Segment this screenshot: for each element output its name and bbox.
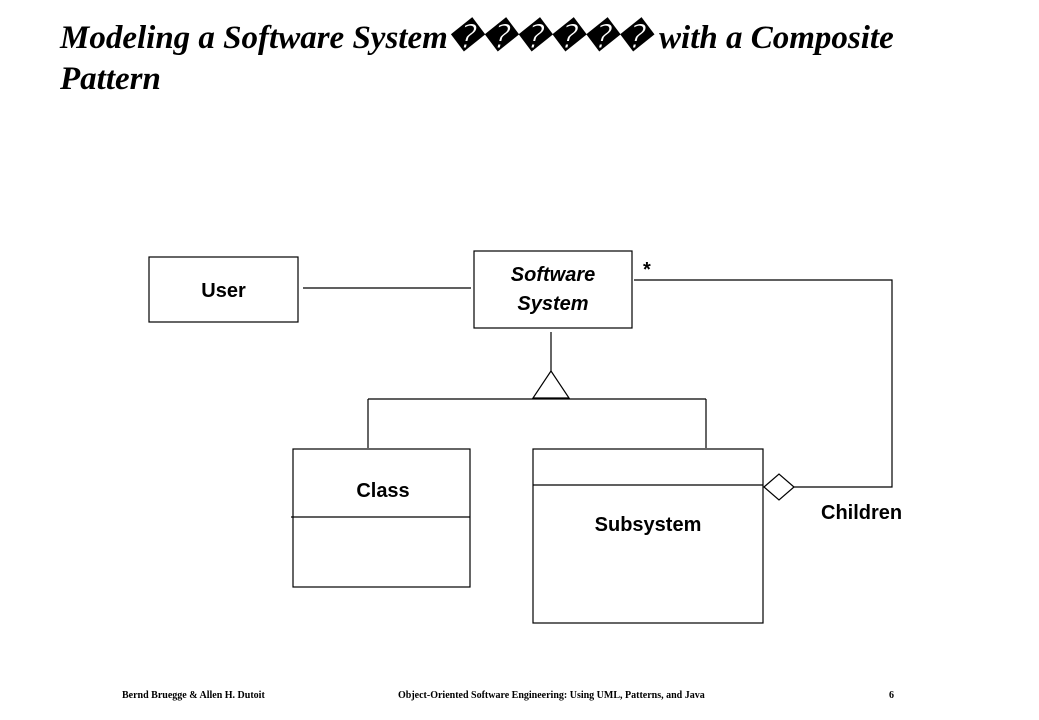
class-class-box [292, 448, 471, 588]
software-system-name-line-2: System [517, 293, 588, 315]
class-class: Class [291, 448, 471, 588]
user-class: User [148, 256, 299, 323]
subsystem-class-name: Subsystem [595, 514, 702, 536]
aggregation-line [634, 279, 893, 488]
class-class-name: Class [356, 480, 409, 502]
children-role-label: Children [821, 502, 902, 524]
software-system-class-box [473, 250, 633, 329]
multiplicity-label: * [643, 259, 651, 281]
user-class-name: User [201, 280, 246, 302]
aggregation [634, 279, 893, 501]
subsystem-class-box [532, 448, 764, 624]
user-class-box [148, 256, 299, 323]
generalization-arrowhead [531, 369, 571, 399]
footer-authors: Bernd Bruegge & Allen H. Dutoit [122, 690, 265, 701]
slide-title: Modeling a Software System������ with a … [60, 18, 1020, 100]
software-system-name-line-1: Software [511, 264, 595, 286]
aggregation-diamond [763, 473, 795, 501]
footer-book-title: Object-Oriented Software Engineering: Us… [398, 690, 705, 701]
generalization [367, 332, 707, 448]
slide-title-line-2: Pattern [60, 61, 161, 97]
footer-page-number: 6 [889, 690, 894, 701]
subsystem-class: Subsystem [532, 448, 764, 624]
software-system-class: Software System [473, 250, 633, 329]
slide-title-line-1: Modeling a Software System������ with a … [60, 20, 894, 56]
